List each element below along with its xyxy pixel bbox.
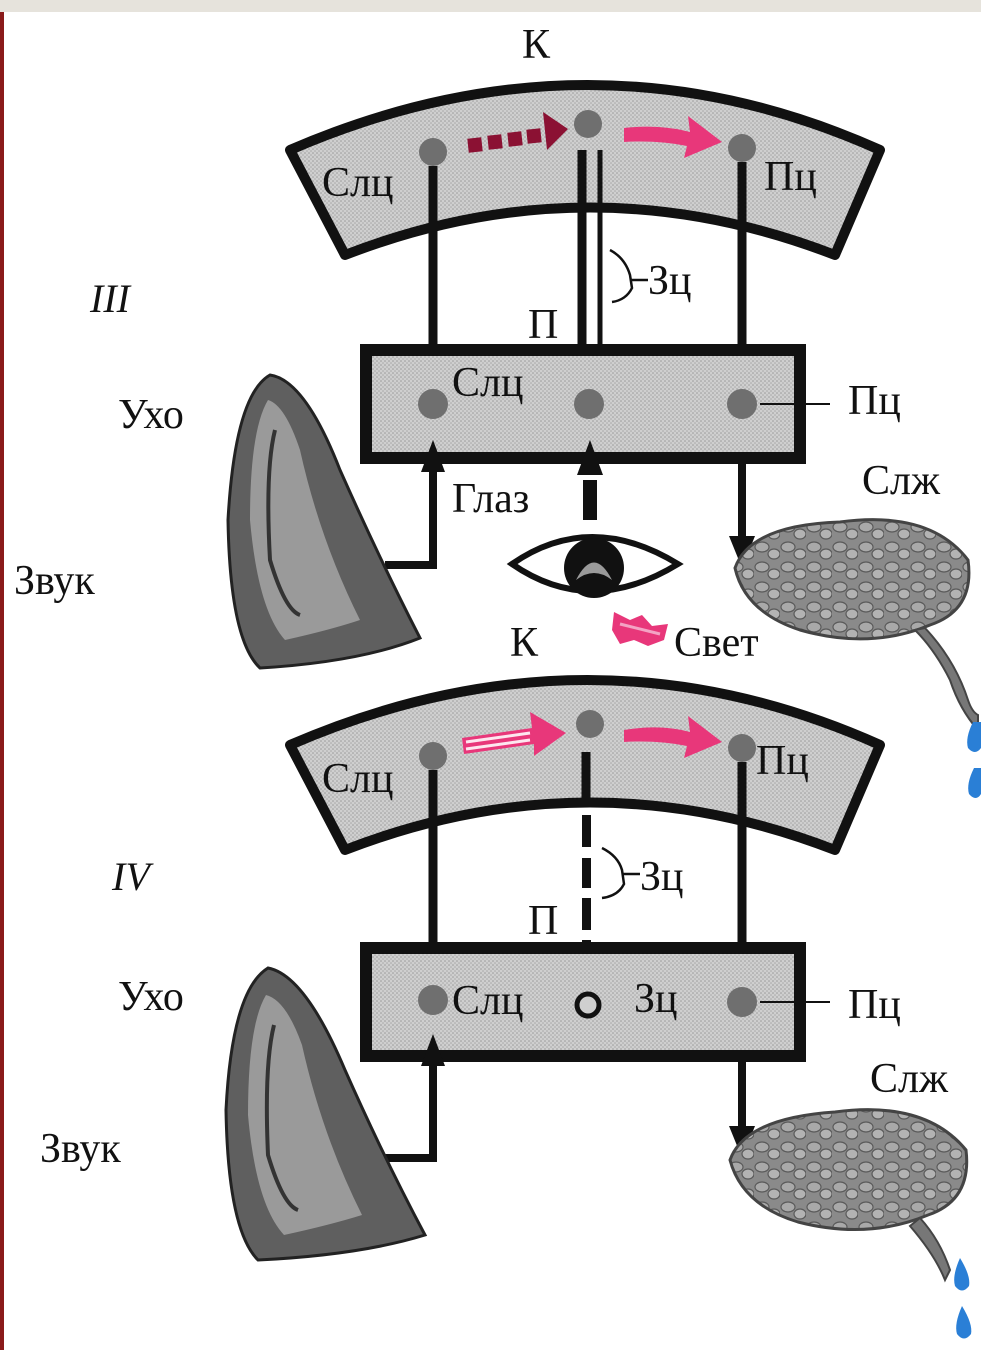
- box-mid-label-iv: Зц: [634, 976, 678, 1022]
- box-node-mid: [574, 389, 604, 419]
- box-right-label-iv: Пц: [848, 982, 901, 1028]
- zc-label-iv: Зц: [640, 854, 684, 900]
- eye-label: Глаз: [452, 476, 529, 522]
- salivary-gland-icon: [730, 1110, 967, 1280]
- cortex-node-left-iv: [419, 742, 447, 770]
- box-node-mid-iv: [577, 994, 599, 1016]
- cortex-right-label: Пц: [764, 154, 817, 200]
- eye-icon: [512, 537, 678, 598]
- light-label: Свет: [674, 620, 759, 666]
- gland-label: Слж: [862, 458, 941, 504]
- cortex-node-left: [419, 138, 447, 166]
- box-node-left: [418, 389, 448, 419]
- ear-input-path: [385, 470, 433, 565]
- box-left-label: Слц: [452, 360, 523, 406]
- box-left-label-iv: Слц: [452, 978, 523, 1024]
- panel-iv-label: IV: [111, 854, 154, 899]
- salivary-gland-icon: [735, 520, 978, 730]
- cortex-node-right-iv: [728, 734, 756, 762]
- gland-label-iv: Слж: [870, 1056, 949, 1102]
- box-node-right: [727, 389, 757, 419]
- light-flash-icon: [612, 612, 668, 646]
- p-label: П: [528, 302, 558, 348]
- saliva-drop-icon: [967, 722, 981, 798]
- cortex-node-mid: [574, 110, 602, 138]
- ear-label: Ухо: [118, 392, 184, 438]
- cortex-left-label-iv: Слц: [322, 756, 393, 802]
- box-right-label: Пц: [848, 378, 901, 424]
- cortex-node-right: [728, 134, 756, 162]
- box-node-right-iv: [727, 987, 757, 1017]
- panel-iii-label: III: [89, 276, 132, 321]
- box-node-left-iv: [418, 985, 448, 1015]
- zc-bracket: [610, 250, 632, 302]
- sound-label: Звук: [14, 558, 95, 604]
- p-label-iv: П: [528, 898, 558, 944]
- cortex-label-k: К: [522, 22, 551, 68]
- cortex-node-mid-iv: [576, 710, 604, 738]
- ear-label-iv: Ухо: [118, 974, 184, 1020]
- cortex-right-label-iv: Пц: [756, 738, 809, 784]
- cortex-left-label: Слц: [322, 160, 393, 206]
- zc-bracket-iv: [602, 848, 624, 898]
- middle-k-label: К: [510, 620, 539, 666]
- saliva-drop-icon: [954, 1258, 971, 1339]
- zc-label: Зц: [648, 258, 692, 304]
- sound-label-iv: Звук: [40, 1126, 121, 1172]
